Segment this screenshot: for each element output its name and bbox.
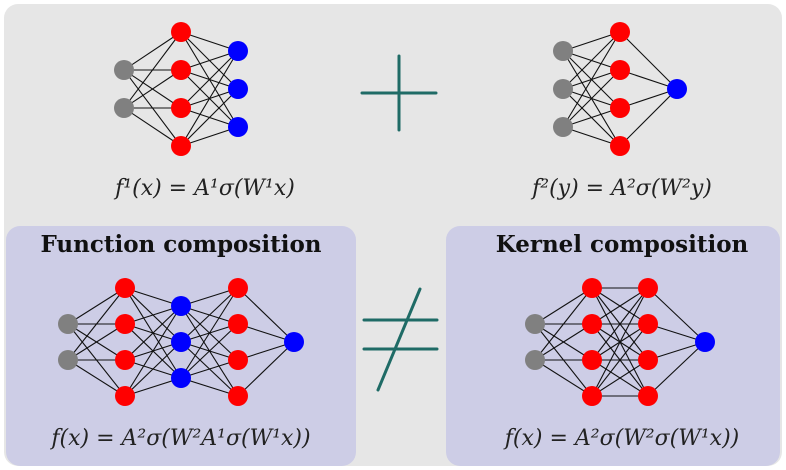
f2-edge bbox=[562, 69, 621, 128]
function-composition-formula: f(x) = A²σ(W²A¹σ(W¹x)) bbox=[49, 426, 310, 451]
f2-edge bbox=[562, 126, 621, 147]
kernel-composition-formula: f(x) = A²σ(W²σ(W¹x)) bbox=[503, 426, 739, 451]
kernel-composition-edge bbox=[591, 287, 649, 361]
network-f2 bbox=[553, 22, 687, 156]
not-equal-sign bbox=[362, 287, 439, 392]
function-composition-edge bbox=[67, 359, 126, 397]
kernel-composition-edge bbox=[647, 341, 706, 397]
f2-node bbox=[667, 79, 687, 99]
f2-edge bbox=[562, 31, 621, 128]
f1-edge bbox=[180, 50, 239, 71]
function-composition-node bbox=[171, 296, 191, 316]
function-composition-node bbox=[171, 332, 191, 352]
f1-edge bbox=[123, 31, 182, 109]
function-composition-edge bbox=[237, 287, 295, 343]
f1-node bbox=[171, 22, 191, 42]
kernel-composition-edge bbox=[647, 287, 706, 343]
kernel-composition-edge bbox=[534, 287, 593, 325]
function-composition-node bbox=[115, 350, 135, 370]
f1-formula: f¹(x) = A¹σ(W¹x) bbox=[113, 176, 295, 201]
f1-edge bbox=[123, 69, 182, 109]
plus-sign bbox=[360, 54, 438, 132]
function-composition-edge bbox=[124, 305, 182, 361]
kernel-composition-node bbox=[525, 314, 545, 334]
kernel-composition-edge bbox=[591, 287, 649, 325]
f1-edge bbox=[180, 50, 239, 147]
function-composition-node bbox=[58, 314, 78, 334]
f1-edge bbox=[123, 31, 182, 71]
function-composition-node bbox=[284, 332, 304, 352]
function-composition-node bbox=[171, 368, 191, 388]
function-composition-node bbox=[228, 278, 248, 298]
function-composition-node bbox=[115, 314, 135, 334]
f1-node bbox=[171, 98, 191, 118]
f2-formula: f²(y) = A²σ(W²y) bbox=[530, 176, 712, 201]
kernel-composition-node bbox=[582, 350, 602, 370]
f2-edge bbox=[562, 31, 621, 90]
kernel-composition-node bbox=[638, 314, 658, 334]
f1-node bbox=[171, 136, 191, 156]
f1-edge bbox=[180, 50, 239, 109]
f2-edge bbox=[619, 88, 678, 109]
f2-node bbox=[553, 117, 573, 137]
function-composition-edge bbox=[67, 323, 126, 361]
function-composition-node bbox=[228, 314, 248, 334]
kernel-composition-node bbox=[638, 278, 658, 298]
f2-edge bbox=[619, 69, 678, 90]
function-composition-node bbox=[228, 386, 248, 406]
f2-node bbox=[610, 22, 630, 42]
f2-node bbox=[553, 41, 573, 61]
kernel-composition-node bbox=[582, 278, 602, 298]
f2-edge bbox=[562, 107, 621, 128]
kernel-composition-edge bbox=[591, 359, 649, 397]
f1-edge bbox=[180, 88, 239, 147]
f2-edge bbox=[562, 31, 621, 52]
kernel-composition-node bbox=[638, 386, 658, 406]
f1-edge bbox=[180, 126, 239, 147]
f2-node bbox=[553, 79, 573, 99]
f2-edge bbox=[619, 88, 678, 147]
kernel-composition-node bbox=[582, 386, 602, 406]
f1-node bbox=[228, 41, 248, 61]
f1-node bbox=[114, 98, 134, 118]
f2-node bbox=[610, 136, 630, 156]
kernel-composition-node bbox=[695, 332, 715, 352]
kernel-composition-edge bbox=[534, 359, 593, 397]
network-kernel-composition bbox=[525, 278, 715, 406]
function-composition-edge bbox=[180, 287, 239, 379]
function-composition-node bbox=[115, 386, 135, 406]
function-composition-edge bbox=[237, 341, 295, 397]
f1-node bbox=[171, 60, 191, 80]
kernel-composition-edge bbox=[591, 287, 649, 397]
kernel-composition-edge bbox=[591, 323, 649, 397]
kernel-composition-edge bbox=[534, 287, 593, 361]
function-composition-edge bbox=[124, 341, 182, 397]
function-composition-edge bbox=[67, 287, 126, 325]
kernel-composition-node bbox=[525, 350, 545, 370]
f2-edge bbox=[619, 31, 678, 90]
function-composition-edge bbox=[180, 323, 239, 379]
kernel-composition-node bbox=[638, 350, 658, 370]
function-composition-node bbox=[228, 350, 248, 370]
f2-node bbox=[610, 98, 630, 118]
f1-edge bbox=[123, 107, 182, 147]
kernel-composition-title: Kernel composition bbox=[496, 231, 749, 258]
function-composition-edge bbox=[124, 305, 182, 397]
function-composition-node bbox=[58, 350, 78, 370]
kernel-composition-edge bbox=[534, 323, 593, 361]
function-composition-node bbox=[115, 278, 135, 298]
f2-node bbox=[610, 60, 630, 80]
f1-node bbox=[114, 60, 134, 80]
network-function-composition bbox=[58, 278, 304, 406]
f1-node bbox=[228, 117, 248, 137]
network-f1 bbox=[114, 22, 248, 156]
f1-edge bbox=[180, 31, 239, 52]
function-composition-title: Function composition bbox=[40, 231, 321, 258]
function-composition-edge bbox=[67, 287, 126, 361]
function-composition-edge bbox=[180, 287, 239, 343]
f1-node bbox=[228, 79, 248, 99]
kernel-composition-node bbox=[582, 314, 602, 334]
